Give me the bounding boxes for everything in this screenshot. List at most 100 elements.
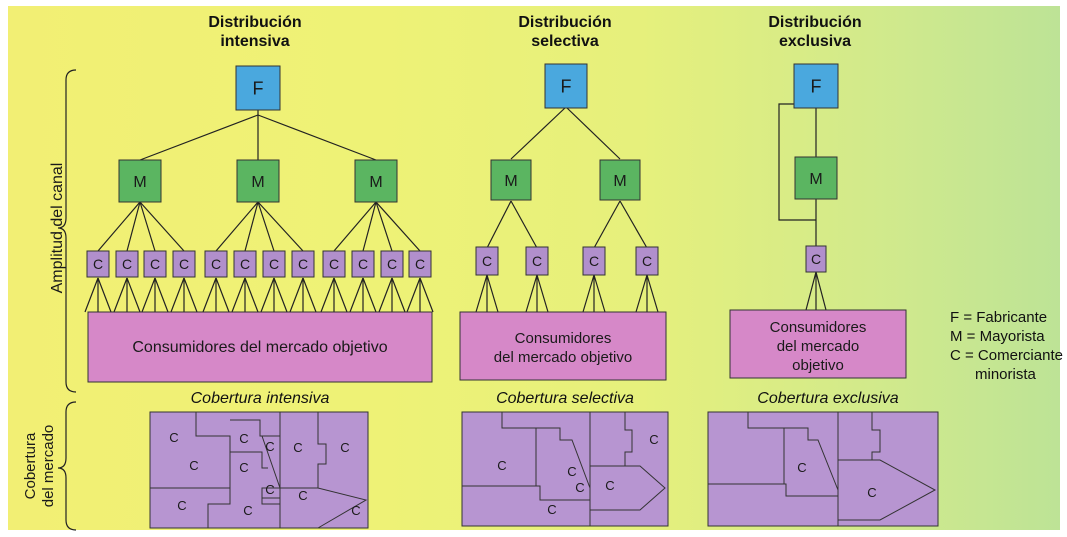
wholesaler-node-intensive-box xyxy=(354,159,398,203)
retailer-node-intensive: C xyxy=(291,250,315,278)
title-selective-line1: Distribución xyxy=(518,14,612,31)
region-border xyxy=(207,488,231,528)
wholesaler-node-intensive-label: M xyxy=(251,174,264,191)
connector-line xyxy=(593,200,621,249)
coverage-map-selective xyxy=(461,411,669,527)
bypass-line xyxy=(778,103,816,221)
connector-line xyxy=(244,201,259,252)
region-border xyxy=(590,465,666,511)
region-border xyxy=(501,412,537,486)
legend-c-cont: minorista xyxy=(975,366,1036,383)
connector-line xyxy=(510,106,567,160)
connector-line xyxy=(510,200,538,249)
region-label: C xyxy=(340,440,349,455)
retailer-node-intensive-box xyxy=(291,250,315,278)
title-intensive-line2: intensiva xyxy=(220,33,290,50)
connector-line xyxy=(257,114,377,161)
manufacturer-node-exclusive-box xyxy=(793,63,839,109)
wholesaler-node-selective-label: M xyxy=(613,173,626,190)
connector-line xyxy=(231,277,246,313)
connector-line xyxy=(391,277,406,313)
connector-line xyxy=(84,277,99,313)
connector-line xyxy=(815,271,827,311)
retailer-node-selective-label: C xyxy=(482,253,492,269)
region-label: C xyxy=(293,440,302,455)
legend-m: M = Mayorista xyxy=(950,328,1045,345)
channel-width-label: Amplitud del canal xyxy=(49,163,66,294)
retailer-node-intensive-label: C xyxy=(415,256,425,272)
retailer-node-exclusive: C xyxy=(805,245,827,273)
retailer-node-selective-box xyxy=(525,246,549,276)
connector-line xyxy=(375,201,393,252)
connector-line xyxy=(289,277,304,313)
title-intensive-line1: Distribución xyxy=(208,14,302,31)
region-border xyxy=(747,412,785,484)
connector-line xyxy=(349,277,364,313)
connector-line xyxy=(113,277,128,313)
region-border xyxy=(536,427,591,489)
region-border xyxy=(838,459,937,521)
retailer-node-intensive: C xyxy=(380,250,404,278)
region-label: C xyxy=(547,502,556,517)
connector-line xyxy=(139,201,185,252)
connector-line xyxy=(805,271,817,311)
region-label: C xyxy=(189,458,198,473)
connector-line xyxy=(244,277,259,313)
wholesaler-node-selective-box xyxy=(599,159,641,201)
title-intensive: Distribución intensiva xyxy=(180,13,330,51)
connector-line xyxy=(273,277,288,313)
connector-line xyxy=(593,274,606,313)
region-label: C xyxy=(265,482,274,497)
retailer-node-intensive: C xyxy=(172,250,196,278)
connector-line xyxy=(139,201,156,252)
wholesaler-node-exclusive-box xyxy=(794,156,838,200)
connector-line xyxy=(406,277,421,313)
retailer-node-intensive-box xyxy=(380,250,404,278)
connector-line xyxy=(302,277,317,313)
retailer-node-intensive-box xyxy=(115,250,139,278)
coverage-intensive-label: Cobertura intensiva xyxy=(190,390,330,407)
wholesaler-node-exclusive-label: M xyxy=(809,171,822,188)
manufacturer-node-selective-label: F xyxy=(561,76,572,96)
retailer-node-intensive-label: C xyxy=(298,256,308,272)
retailer-node-selective: C xyxy=(635,246,659,276)
connector-line xyxy=(215,201,259,252)
coverage-exclusive-label: Cobertura exclusiva xyxy=(757,390,899,407)
connector-line xyxy=(320,277,335,313)
retailer-node-selective-box xyxy=(475,246,499,276)
connector-line xyxy=(333,201,377,252)
consumers-text-intensive: Consumidores del mercado objetivo xyxy=(132,339,387,356)
region-label: C xyxy=(243,503,252,518)
region-label: C xyxy=(567,464,576,479)
retailer-node-intensive-box xyxy=(143,250,167,278)
title-selective: Distribución selectiva xyxy=(490,13,640,51)
region-border xyxy=(871,412,881,460)
connector-line xyxy=(378,277,393,313)
connector-line xyxy=(260,277,275,313)
region-label: C xyxy=(177,498,186,513)
retailer-node-intensive-label: C xyxy=(179,256,189,272)
consumers-text-selective-line2: del mercado objetivo xyxy=(494,349,632,366)
wholesaler-node-intensive-box xyxy=(236,159,280,203)
retailer-node-intensive-box xyxy=(322,250,346,278)
connector-line xyxy=(565,106,621,160)
connector-line xyxy=(139,114,259,161)
legend-c: C = Comerciante xyxy=(950,347,1063,364)
consumers-box-intensive xyxy=(87,311,433,383)
wholesaler-node-selective: M xyxy=(490,159,532,201)
region-label: C xyxy=(265,439,274,454)
region-label: C xyxy=(575,480,584,495)
connector-line xyxy=(215,277,230,313)
connector-line xyxy=(582,274,595,313)
connector-line xyxy=(362,201,377,252)
manufacturer-node-selective-box xyxy=(544,63,588,109)
legend-f: F = Fabricante xyxy=(950,309,1048,326)
region-label: C xyxy=(797,460,806,475)
retailer-node-intensive: C xyxy=(408,250,432,278)
manufacturer-node-intensive-box xyxy=(235,65,281,111)
wholesaler-node-selective-label: M xyxy=(504,173,517,190)
connector-line xyxy=(97,277,112,313)
retailer-node-selective-label: C xyxy=(589,253,599,269)
retailer-node-intensive-label: C xyxy=(329,256,339,272)
connector-line xyxy=(154,277,169,313)
